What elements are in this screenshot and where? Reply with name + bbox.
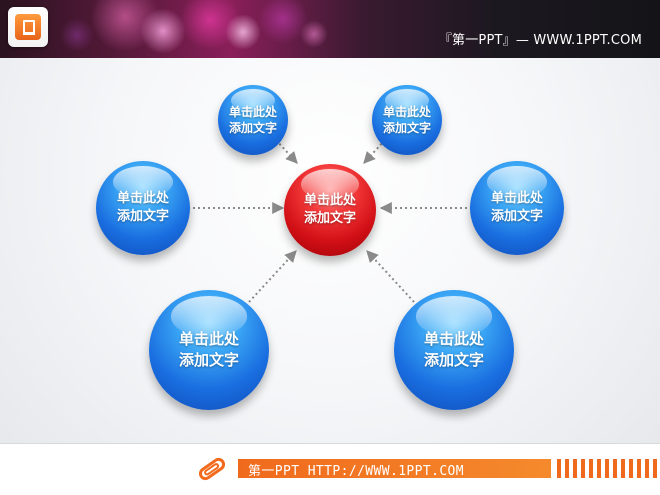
- arrow-bottom-left: [248, 250, 297, 303]
- paperclip-icon: [198, 457, 226, 481]
- footer-text: 第一PPT HTTP://WWW.1PPT.COM: [248, 464, 465, 479]
- satellite-node-mid-right[interactable]: 单击此处 添加文字: [470, 161, 564, 255]
- satellite-node-label: 单击此处 添加文字: [116, 191, 169, 224]
- center-node[interactable]: 单击此处 添加文字: [284, 164, 376, 256]
- center-node-label: 单击此处 添加文字: [303, 193, 356, 226]
- satellite-node-label: 单击此处 添加文字: [382, 105, 431, 135]
- powerpoint-icon: [15, 14, 41, 40]
- header-banner: 『第一PPT』— WWW.1PPT.COM: [0, 0, 660, 58]
- satellite-node-label: 单击此处 添加文字: [178, 330, 239, 369]
- footer-bar: 第一PPT HTTP://WWW.1PPT.COM: [238, 459, 551, 479]
- satellite-node-top-right[interactable]: 单击此处 添加文字: [372, 85, 442, 155]
- satellite-node-top-left[interactable]: 单击此处 添加文字: [218, 85, 288, 155]
- logo: [8, 7, 48, 47]
- satellite-node-mid-left[interactable]: 单击此处 添加文字: [96, 161, 190, 255]
- satellite-node-label: 单击此处 添加文字: [228, 105, 277, 135]
- satellite-node-label: 单击此处 添加文字: [490, 191, 543, 224]
- site-title: 『第一PPT』— WWW.1PPT.COM: [438, 33, 642, 48]
- arrow-top-left: [275, 139, 298, 164]
- satellite-node-bottom-right[interactable]: 单击此处 添加文字: [394, 290, 514, 410]
- satellite-node-label: 单击此处 添加文字: [423, 330, 484, 369]
- footer-divider: [0, 443, 660, 444]
- footer-stripes: [557, 459, 657, 478]
- arrow-bottom-right: [366, 250, 415, 303]
- satellite-node-bottom-left[interactable]: 单击此处 添加文字: [149, 290, 269, 410]
